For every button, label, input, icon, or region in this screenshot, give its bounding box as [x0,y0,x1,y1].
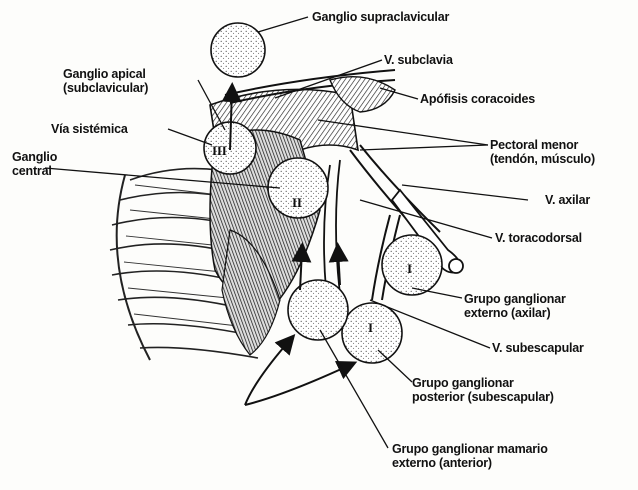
numeral-externo: I [407,262,412,276]
label-grupo-mamario-1: Grupo ganglionar mamario [392,442,548,456]
numeral-central: II [292,196,302,210]
numeral-apical: III [212,144,227,158]
label-v-axilar: V. axilar [545,193,590,207]
anterior-node [288,280,348,340]
label-v-toracodorsal: V. toracodorsal [495,231,582,245]
label-grupo-externo-1: Grupo ganglionar [464,292,566,306]
label-v-subescapular: V. subescapular [492,341,584,355]
label-ganglio-supraclavicular: Ganglio supraclavicular [312,10,449,24]
external-node [382,235,442,295]
label-grupo-posterior-2: posterior (subescapular) [412,390,554,404]
label-apofisis-coracoides: Apófisis coracoides [420,92,535,106]
label-v-subclavia: V. subclavia [384,53,453,67]
label-grupo-externo-2: externo (axilar) [464,306,550,320]
numeral-posterior: I [368,321,373,335]
label-pectoral-menor-2: (tendón, músculo) [490,152,595,166]
label-ganglio-central-2: central [12,164,52,178]
label-ganglio-apical-2: (subclavicular) [63,81,148,95]
label-grupo-mamario-2: externo (anterior) [392,456,492,470]
label-via-sistemica: Vía sistémica [51,122,128,136]
label-grupo-posterior-1: Grupo ganglionar [412,376,514,390]
label-ganglio-central-1: Ganglio [12,150,57,164]
label-pectoral-menor-1: Pectoral menor [490,138,578,152]
supraclavicular-node [211,23,265,77]
label-ganglio-apical-1: Ganglio apical [63,67,146,81]
